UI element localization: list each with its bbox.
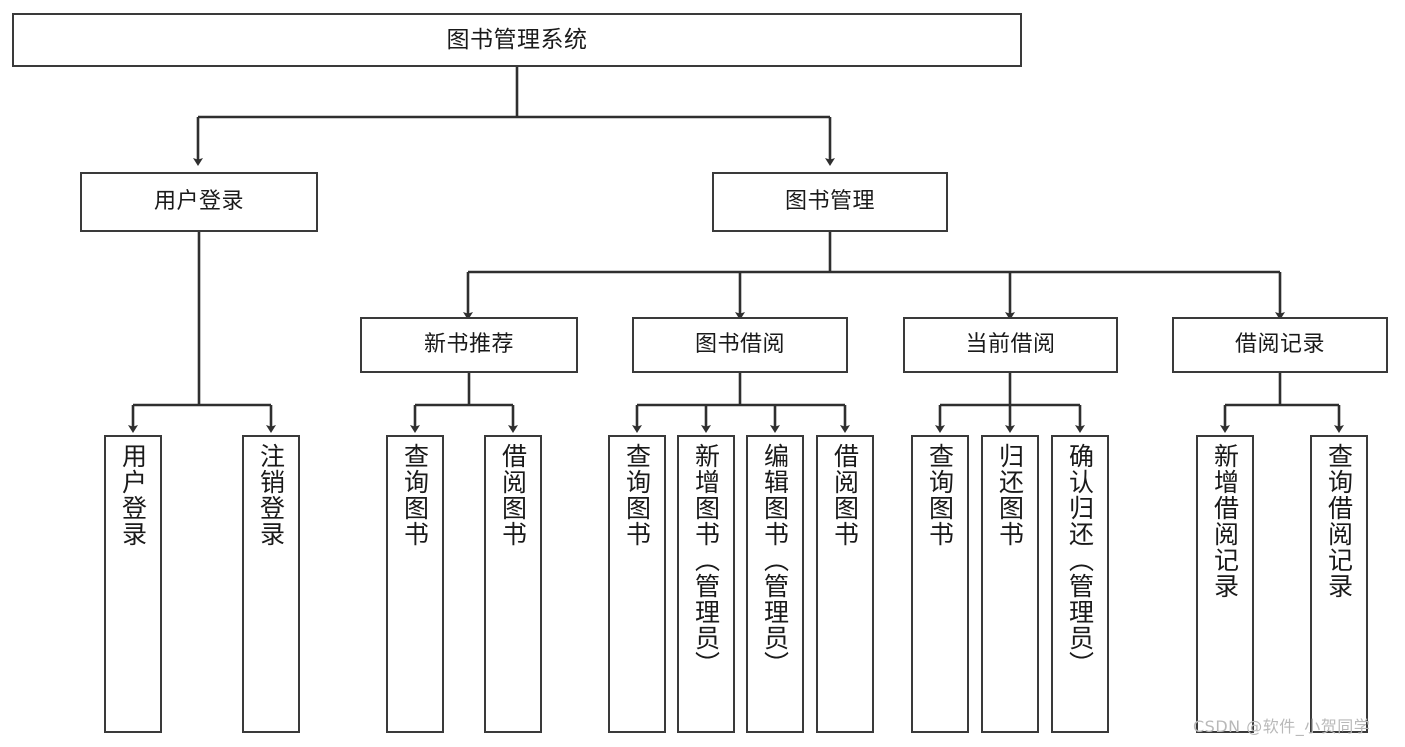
leaf-user-login-signin-label: 用户登录 [118,443,148,547]
leaf-current-confirm-return[interactable]: 确认归还（管理员） [1051,435,1109,733]
leaf-user-login-signin[interactable]: 用户登录 [104,435,162,733]
node-current-borrow-label: 当前借阅 [965,332,1056,358]
leaf-current-query-book-label: 查询图书 [925,443,955,547]
leaf-borrow-borrow-book-label: 借阅图书 [830,443,860,547]
node-book-borrow[interactable]: 图书借阅 [632,317,848,373]
node-borrow-records[interactable]: 借阅记录 [1172,317,1388,373]
leaf-current-return-book[interactable]: 归还图书 [981,435,1039,733]
leaf-recommend-borrow-book[interactable]: 借阅图书 [484,435,542,733]
leaf-borrow-borrow-book[interactable]: 借阅图书 [816,435,874,733]
leaf-records-add-record-label: 新增借阅记录 [1210,443,1240,599]
leaf-borrow-add-book-label: 新增图书（管理员） [691,443,721,677]
node-book-management-label: 图书管理 [784,189,875,215]
leaf-borrow-add-book[interactable]: 新增图书（管理员） [677,435,735,733]
leaf-user-login-signout-label: 注销登录 [256,443,286,547]
node-new-book-recommend[interactable]: 新书推荐 [360,317,578,373]
leaf-current-query-book[interactable]: 查询图书 [911,435,969,733]
node-new-book-recommend-label: 新书推荐 [423,332,514,358]
leaf-recommend-query-book[interactable]: 查询图书 [386,435,444,733]
leaf-records-query-record-label: 查询借阅记录 [1324,443,1354,599]
leaf-records-add-record[interactable]: 新增借阅记录 [1196,435,1254,733]
leaf-borrow-query-book[interactable]: 查询图书 [608,435,666,733]
leaf-borrow-edit-book[interactable]: 编辑图书（管理员） [746,435,804,733]
leaf-borrow-edit-book-label: 编辑图书（管理员） [760,443,790,677]
node-current-borrow[interactable]: 当前借阅 [903,317,1118,373]
node-borrow-records-label: 借阅记录 [1234,332,1325,358]
leaf-borrow-query-book-label: 查询图书 [622,443,652,547]
leaf-current-confirm-return-label: 确认归还（管理员） [1065,443,1095,677]
node-user-login[interactable]: 用户登录 [80,172,318,232]
node-root[interactable]: 图书管理系统 [12,13,1022,67]
node-book-borrow-label: 图书借阅 [694,332,785,358]
leaf-recommend-borrow-book-label: 借阅图书 [498,443,528,547]
leaf-current-return-book-label: 归还图书 [995,443,1025,547]
watermark: CSDN @软件_小贺同学 [1193,717,1371,736]
leaf-recommend-query-book-label: 查询图书 [400,443,430,547]
leaf-records-query-record[interactable]: 查询借阅记录 [1310,435,1368,733]
leaf-user-login-signout[interactable]: 注销登录 [242,435,300,733]
node-root-label: 图书管理系统 [446,26,588,53]
node-book-management[interactable]: 图书管理 [712,172,948,232]
node-user-login-label: 用户登录 [153,189,244,215]
